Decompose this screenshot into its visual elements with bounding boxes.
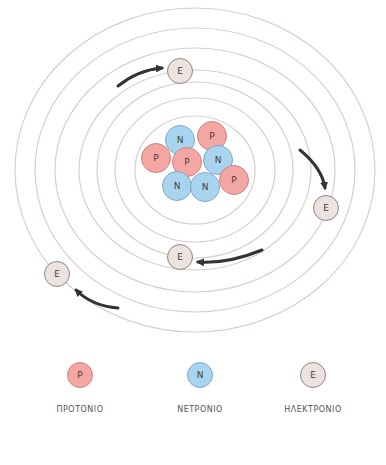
electron-circle: E [44,261,70,287]
electron-circle: E [313,195,339,221]
particle-letter: E [177,253,183,262]
particle-letter: N [215,156,222,165]
legend-swatch: E [300,362,326,388]
particle-letter: N [174,182,181,191]
electron-circle: E [167,58,193,84]
legend-letter: P [77,371,82,380]
particle-letter: P [184,158,189,167]
legend-text: ΗΛΕΚΤΡΟΝΙΟ [284,405,341,414]
proton-circle: P [141,143,171,173]
particle-letter: P [231,176,236,185]
legend-text: ΝΕΤΡΟΝΙΟ [177,405,223,414]
legend-letter: E [310,371,316,380]
particle-letter: N [202,183,209,192]
particle-letter: E [54,270,60,279]
neutron-circle: N [190,172,220,202]
legend-text: ΠΡΟΤΟΝΙΟ [57,405,104,414]
particle-letter: P [209,132,214,141]
proton-circle: P [219,165,249,195]
particle-letter: E [177,67,183,76]
legend-swatch: P [67,362,93,388]
particle-letter: P [153,154,158,163]
legend-letter: N [197,371,204,380]
legend-swatch: N [187,362,213,388]
particle-letter: E [323,204,329,213]
particle-letter: N [177,136,184,145]
neutron-circle: N [162,171,192,201]
electron-circle: E [167,244,193,270]
